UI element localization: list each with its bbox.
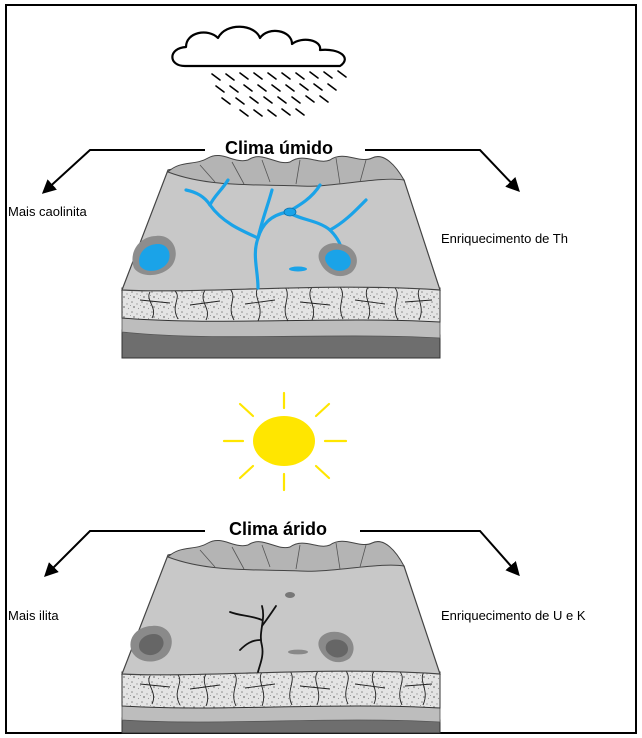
arid-left-label: Mais ilita [8,608,59,623]
humid-left-label: Mais caolinita [8,204,88,219]
humid-terrain-block [122,155,440,358]
humid-title: Clima úmido [225,138,333,158]
rain-cloud-icon [172,27,346,116]
arid-terrain-block [122,540,440,733]
arid-right-label: Enriquecimento de U e K [441,608,586,623]
sun-icon [224,393,346,490]
arid-climate-panel: Clima árido Mais ilita Enriquecimento de… [8,519,586,733]
arid-title: Clima árido [229,519,327,539]
humid-right-label: Enriquecimento de Th [441,231,568,246]
humid-climate-panel: Clima úmido Mais caolinita Enriqueciment… [8,27,568,358]
